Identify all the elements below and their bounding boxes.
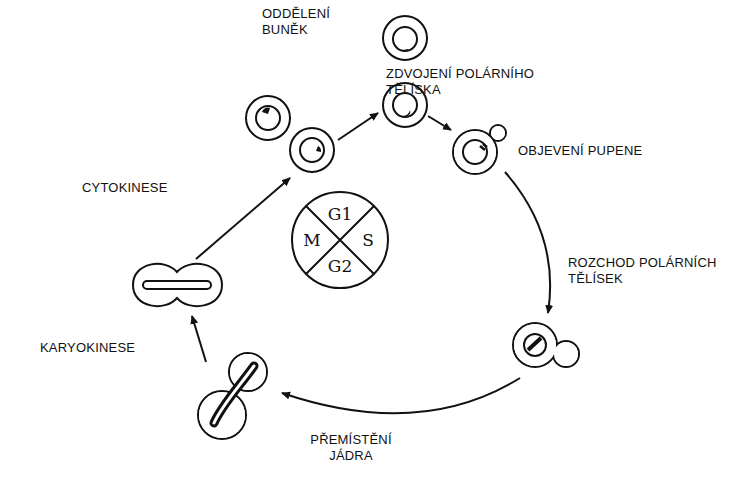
- stage-label: ODDĚLENÍ BUNĚK: [262, 6, 354, 38]
- stage-label: CYTOKINESE: [82, 180, 192, 196]
- phase-letter: S: [362, 231, 374, 249]
- stage-label: KARYOKINESE: [40, 340, 150, 356]
- phase-letter: G1: [328, 205, 352, 223]
- stage-label: OBJEVENÍ PUPENE: [518, 143, 668, 159]
- stage-label: PŘEMÍSTĚNÍ JÁDRA: [296, 432, 406, 464]
- stage-label: ROZCHOD POLÁRNÍCH TĚLÍSEK: [568, 255, 724, 287]
- phase-circle: G1M S G2: [290, 190, 390, 290]
- phase-letter: M: [303, 231, 320, 249]
- stage-label: ZDVOJENÍ POLÁRNÍHO TĚLÍSKA: [386, 66, 536, 98]
- phase-letter: G2: [328, 257, 352, 275]
